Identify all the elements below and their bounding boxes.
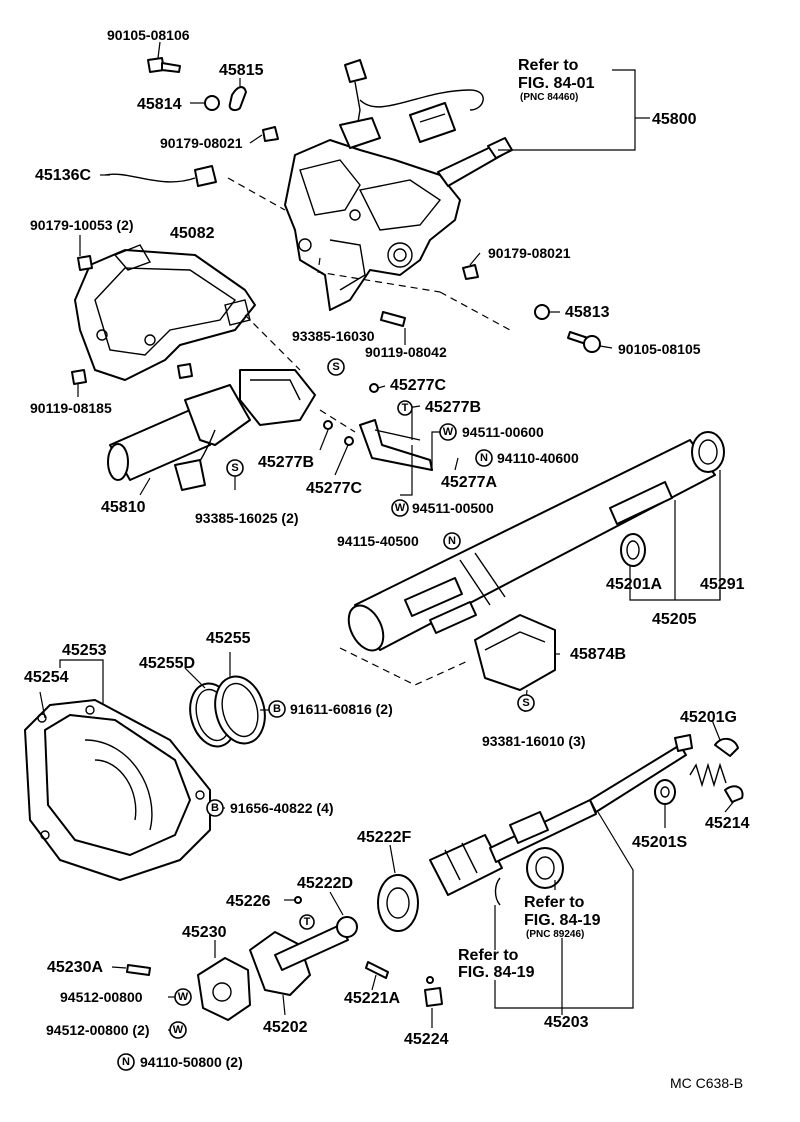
label-93381-16010: 93381-16010 (3) <box>482 733 586 749</box>
bracket-45082-drawing <box>74 244 256 381</box>
svg-text:S: S <box>522 697 529 709</box>
svg-text:T: T <box>304 916 311 928</box>
marker-b-91656-40822: B <box>206 799 224 817</box>
label-45800: 45800 <box>652 111 697 128</box>
label-94511-00600: 94511-00600 <box>462 424 544 440</box>
marker-s-93385-16025: S <box>226 459 244 477</box>
label-45214: 45214 <box>705 815 750 832</box>
label-refer-mid-2: FIG. 84-19 <box>524 912 601 929</box>
label-45203: 45203 <box>544 1014 589 1031</box>
label-45814: 45814 <box>137 96 182 113</box>
label-90105-08105: 90105-08105 <box>618 341 701 357</box>
svg-text:W: W <box>395 502 406 514</box>
label-94110-50800: 94110-50800 (2) <box>140 1054 243 1070</box>
svg-text:T: T <box>402 402 409 414</box>
label-90119-08185: 90119-08185 <box>30 400 112 416</box>
svg-text:B: B <box>273 703 281 715</box>
label-45255: 45255 <box>206 630 251 647</box>
label-45226: 45226 <box>226 893 271 910</box>
label-91656-40822: 91656-40822 (4) <box>230 800 334 816</box>
label-45201a: 45201A <box>606 576 662 593</box>
label-refer-mid-1: Refer to <box>524 894 585 911</box>
marker-s-93385-16030: S <box>327 358 345 376</box>
small-fasteners-upper <box>71 57 601 446</box>
label-93385-16025: 93385-16025 (2) <box>195 510 299 526</box>
label-94511-00500: 94511-00500 <box>412 500 494 516</box>
label-45291: 45291 <box>700 576 745 593</box>
svg-text:W: W <box>173 1024 184 1036</box>
label-45230a: 45230A <box>47 959 103 976</box>
label-refer-top-pnc: (PNC 84460) <box>520 92 578 103</box>
joint-assembly-drawing <box>126 896 443 1021</box>
label-45082: 45082 <box>170 225 215 242</box>
label-refer-low-2: FIG. 84-19 <box>458 964 535 981</box>
label-45222d: 45222D <box>297 875 353 892</box>
label-refer-top-2: FIG. 84-01 <box>518 75 595 92</box>
label-45136c: 45136C <box>35 167 91 184</box>
label-94512-00800-a: 94512-00800 <box>60 989 143 1005</box>
svg-text:N: N <box>480 452 488 464</box>
marker-n-94110-50800: N <box>117 1053 135 1071</box>
label-91611-60816: 91611-60816 (2) <box>290 701 393 717</box>
label-45254: 45254 <box>24 669 69 686</box>
marker-w-94511-00600: W <box>439 423 457 441</box>
lower-housing-drawing <box>24 699 211 881</box>
column-tube-45205-drawing <box>347 431 725 652</box>
marker-w-94512-00800-a: W <box>174 988 192 1006</box>
label-93385-16030: 93385-16030 <box>292 328 375 344</box>
label-45810: 45810 <box>101 499 146 516</box>
marker-s-93381-16010: S <box>517 694 535 712</box>
label-45874b: 45874B <box>570 646 626 663</box>
svg-text:S: S <box>332 361 339 373</box>
label-45253: 45253 <box>62 642 107 659</box>
svg-text:S: S <box>231 462 238 474</box>
label-45815: 45815 <box>219 62 264 79</box>
marker-b-91611-60816: B <box>268 700 286 718</box>
marker-n-94110-40600: N <box>475 449 493 467</box>
svg-text:N: N <box>122 1056 130 1068</box>
label-45255d: 45255D <box>139 655 195 672</box>
label-45813: 45813 <box>565 304 610 321</box>
label-45201g: 45201G <box>680 709 737 726</box>
part-number-labels: 90105-08106 45815 45814 90179-08021 4513… <box>24 27 750 1091</box>
label-45224: 45224 <box>404 1031 449 1048</box>
label-45202: 45202 <box>263 1019 308 1036</box>
svg-text:N: N <box>448 535 456 547</box>
marker-t-45277b: T <box>397 400 413 416</box>
label-45277b-left: 45277B <box>258 454 314 471</box>
marker-w-94511-00500: W <box>391 499 409 517</box>
label-45277c-left: 45277C <box>306 480 362 497</box>
label-94512-00800-b: 94512-00800 (2) <box>46 1022 150 1038</box>
lower-shaft-drawing <box>377 734 744 932</box>
label-90105-08106: 90105-08106 <box>107 27 190 43</box>
figure-code: MC C638-B <box>670 1075 743 1091</box>
marker-t-45222d: T <box>299 914 315 930</box>
label-94110-40600: 94110-40600 <box>497 450 579 466</box>
label-45277b-top: 45277B <box>425 399 481 416</box>
label-45205: 45205 <box>652 611 697 628</box>
marker-n-94115-40500: N <box>443 532 461 550</box>
label-45277a: 45277A <box>441 474 497 491</box>
svg-text:W: W <box>178 991 189 1003</box>
svg-text:W: W <box>443 426 454 438</box>
label-45222f: 45222F <box>357 829 411 846</box>
column-tilt-assembly-drawing <box>284 59 513 311</box>
label-45277c-top: 45277C <box>390 377 446 394</box>
label-45230: 45230 <box>182 924 227 941</box>
label-90179-10053: 90179-10053 (2) <box>30 217 134 233</box>
label-refer-mid-pnc: (PNC 89246) <box>526 929 584 940</box>
marker-w-94512-00800-b: W <box>169 1021 187 1039</box>
svg-text:B: B <box>211 802 219 814</box>
label-90119-08042: 90119-08042 <box>365 344 447 360</box>
label-94115-40500: 94115-40500 <box>337 533 419 549</box>
label-45221a: 45221A <box>344 990 400 1007</box>
label-refer-top-1: Refer to <box>518 57 579 74</box>
tilt-motor-45810-drawing <box>107 369 316 491</box>
label-90179-08021-right: 90179-08021 <box>488 245 571 261</box>
label-refer-low-1: Refer to <box>458 947 519 964</box>
label-90179-08021-top: 90179-08021 <box>160 135 243 151</box>
label-45201s: 45201S <box>632 834 687 851</box>
